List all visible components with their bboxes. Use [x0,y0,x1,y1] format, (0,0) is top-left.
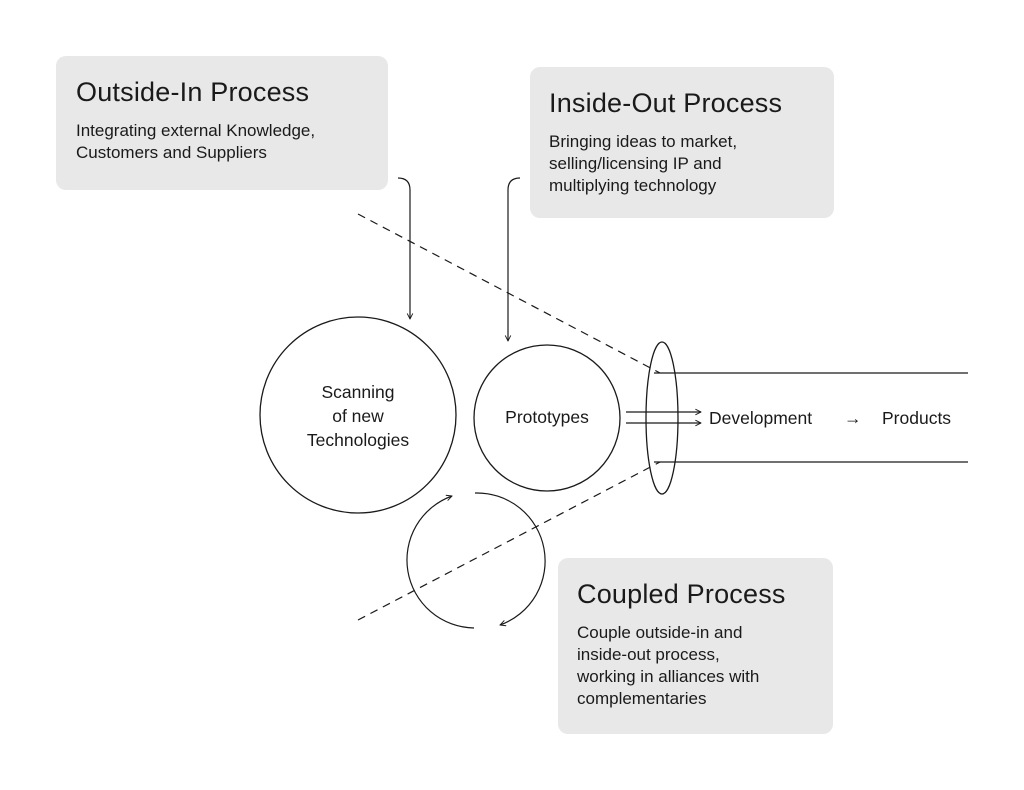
coupled-process-box: Coupled Process Couple outside-in and in… [558,558,833,734]
outside-in-description: Integrating external Knowledge, Customer… [76,121,316,162]
scanning-label-line3: Technologies [307,430,409,450]
products-label: Products [882,408,951,428]
prototypes-label: Prototypes [505,407,589,427]
funnel-top-dashed-line [357,213,661,374]
coupled-title: Coupled Process [577,579,786,609]
scanning-label-line2: of new [332,406,384,426]
scanning-label-line1: Scanning [322,382,395,402]
prototypes-circle [473,344,621,492]
funnel-opening-ellipse [645,341,679,495]
inside-out-arrow [508,177,521,341]
inside-out-process-box: Inside-Out Process Bringing ideas to mar… [530,67,834,218]
coupled-description: Couple outside-in and inside-out process… [577,623,760,708]
outside-in-arrow [397,177,410,319]
development-label: Development [709,408,812,428]
coupled-cycle-arrow-left [406,496,475,629]
development-products-arrow-glyph: → [844,408,862,428]
outside-in-title: Outside-In Process [76,77,310,107]
inside-out-title: Inside-Out Process [549,88,783,118]
coupled-cycle-arrow-right [474,492,546,625]
funnel-bottom-dashed-line [357,461,661,621]
inside-out-description: Bringing ideas to market, selling/licens… [549,132,738,195]
outside-in-process-box: Outside-In Process Integrating external … [56,56,388,190]
scanning-circle [259,316,457,514]
